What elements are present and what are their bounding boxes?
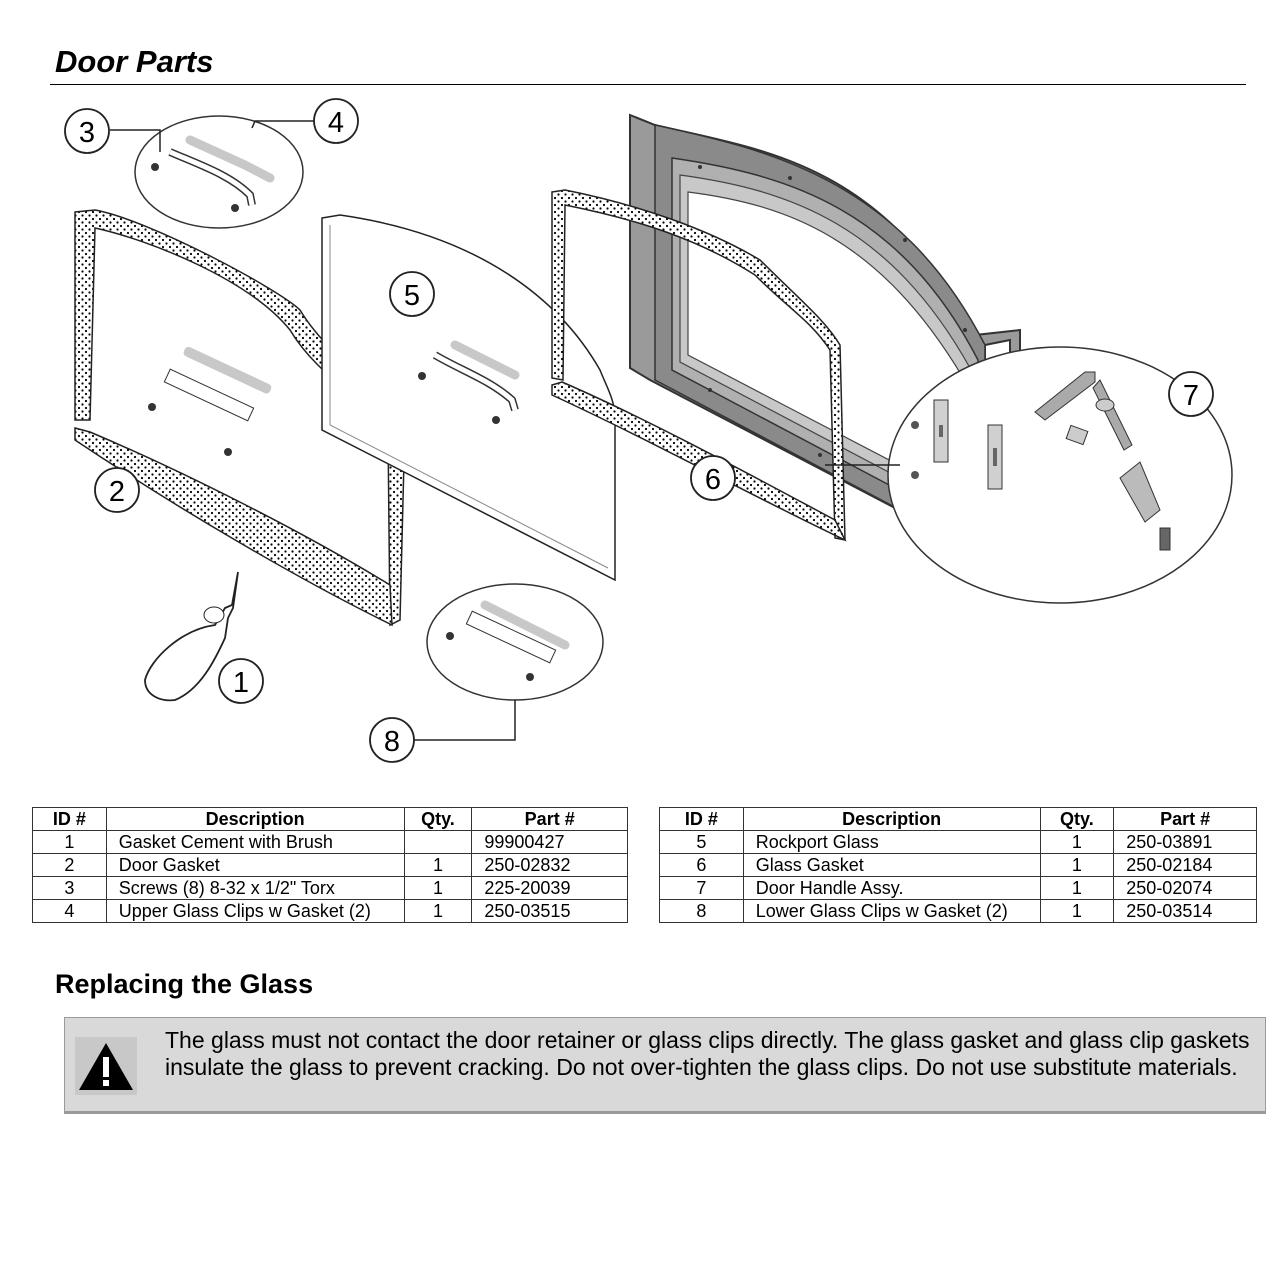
- cell-id: 7: [659, 876, 744, 900]
- cell-part: 250-03514: [1113, 899, 1257, 923]
- svg-text:1: 1: [233, 667, 249, 699]
- cell-part: 250-03515: [471, 899, 628, 923]
- callout-2: 2: [94, 467, 140, 513]
- callout-4: 4: [313, 98, 359, 144]
- col-header-id: ID #: [659, 807, 744, 831]
- cell-id: 2: [32, 853, 107, 877]
- col-header-qty: Qty.: [1039, 807, 1115, 831]
- callout-8: 8: [369, 717, 415, 763]
- cell-description: Rockport Glass: [742, 830, 1041, 854]
- callout-7: 7: [1168, 371, 1214, 417]
- warning-text: The glass must not contact the door reta…: [165, 1027, 1250, 1080]
- warning-triangle-icon: [75, 1037, 137, 1095]
- table-row: 6 Glass Gasket 1 250-02184: [659, 853, 1257, 877]
- callout-6: 6: [690, 455, 736, 501]
- cell-qty: 1: [1039, 876, 1115, 900]
- svg-text:7: 7: [1183, 380, 1199, 412]
- cell-qty: 1: [403, 876, 473, 900]
- callout-1: 1: [218, 658, 264, 704]
- door-gasket: [74, 209, 406, 627]
- table-header-row: ID # Description Qty. Part #: [32, 807, 628, 831]
- cell-qty: [403, 830, 473, 854]
- callout-5: 5: [389, 271, 435, 317]
- cell-id: 3: [32, 876, 107, 900]
- cell-qty: 1: [403, 899, 473, 923]
- svg-text:6: 6: [705, 464, 721, 496]
- exploded-door-diagram: 3 4 5 2 6 7 1 8: [64, 98, 1233, 763]
- cell-id: 6: [659, 853, 744, 877]
- cell-id: 8: [659, 899, 744, 923]
- callouts: 3 4 5 2 6 7 1 8: [64, 98, 1214, 763]
- section-title: Replacing the Glass: [55, 969, 314, 999]
- cell-id: 1: [32, 830, 107, 854]
- cell-part: 250-03891: [1113, 830, 1257, 854]
- title-rule: [50, 84, 1246, 85]
- table-row: 3 Screws (8) 8-32 x 1/2" Torx 1 225-2003…: [32, 876, 628, 900]
- svg-text:2: 2: [109, 476, 125, 508]
- lower-clips-detail: [426, 583, 604, 701]
- parts-table-left: ID # Description Qty. Part # 1 Gasket Ce…: [32, 807, 628, 923]
- svg-text:3: 3: [79, 117, 95, 149]
- table-row: 7 Door Handle Assy. 1 250-02074: [659, 876, 1257, 900]
- cell-part: 250-02184: [1113, 853, 1257, 877]
- col-header-description: Description: [742, 807, 1041, 831]
- cell-description: Door Handle Assy.: [742, 876, 1041, 900]
- warning-box: The glass must not contact the door reta…: [64, 1017, 1266, 1114]
- col-header-part: Part #: [471, 807, 628, 831]
- upper-clips-detail: [134, 115, 304, 229]
- svg-text:4: 4: [328, 107, 344, 139]
- cell-part: 250-02074: [1113, 876, 1257, 900]
- cell-qty: 1: [1039, 853, 1115, 877]
- table-header-row: ID # Description Qty. Part #: [659, 807, 1257, 831]
- col-header-part: Part #: [1113, 807, 1257, 831]
- callout-3: 3: [64, 108, 110, 154]
- cell-qty: 1: [403, 853, 473, 877]
- cell-description: Lower Glass Clips w Gasket (2): [742, 899, 1041, 923]
- cell-description: Screws (8) 8-32 x 1/2" Torx: [105, 876, 405, 900]
- parts-table-right: ID # Description Qty. Part # 5 Rockport …: [659, 807, 1257, 923]
- table-row: 8 Lower Glass Clips w Gasket (2) 1 250-0…: [659, 899, 1257, 923]
- cement-bottle-icon: [144, 571, 239, 702]
- cell-part: 99900427: [471, 830, 628, 854]
- col-header-qty: Qty.: [403, 807, 473, 831]
- svg-text:5: 5: [404, 280, 420, 312]
- cell-description: Gasket Cement with Brush: [105, 830, 405, 854]
- cell-part: 250-02832: [471, 853, 628, 877]
- cell-part: 225-20039: [471, 876, 628, 900]
- cell-id: 5: [659, 830, 744, 854]
- table-row: 1 Gasket Cement with Brush 99900427: [32, 830, 628, 854]
- cell-qty: 1: [1039, 899, 1115, 923]
- table-row: 5 Rockport Glass 1 250-03891: [659, 830, 1257, 854]
- table-row: 2 Door Gasket 1 250-02832: [32, 853, 628, 877]
- cell-qty: 1: [1039, 830, 1115, 854]
- col-header-id: ID #: [32, 807, 107, 831]
- leader-lines: [110, 120, 900, 741]
- cell-description: Upper Glass Clips w Gasket (2): [105, 899, 405, 923]
- table-row: 4 Upper Glass Clips w Gasket (2) 1 250-0…: [32, 899, 628, 923]
- handle-detail: [887, 346, 1233, 604]
- page-title: Door Parts: [55, 44, 214, 79]
- cell-id: 4: [32, 899, 107, 923]
- col-header-description: Description: [105, 807, 405, 831]
- cell-description: Door Gasket: [105, 853, 405, 877]
- cell-description: Glass Gasket: [742, 853, 1041, 877]
- svg-text:8: 8: [384, 726, 400, 758]
